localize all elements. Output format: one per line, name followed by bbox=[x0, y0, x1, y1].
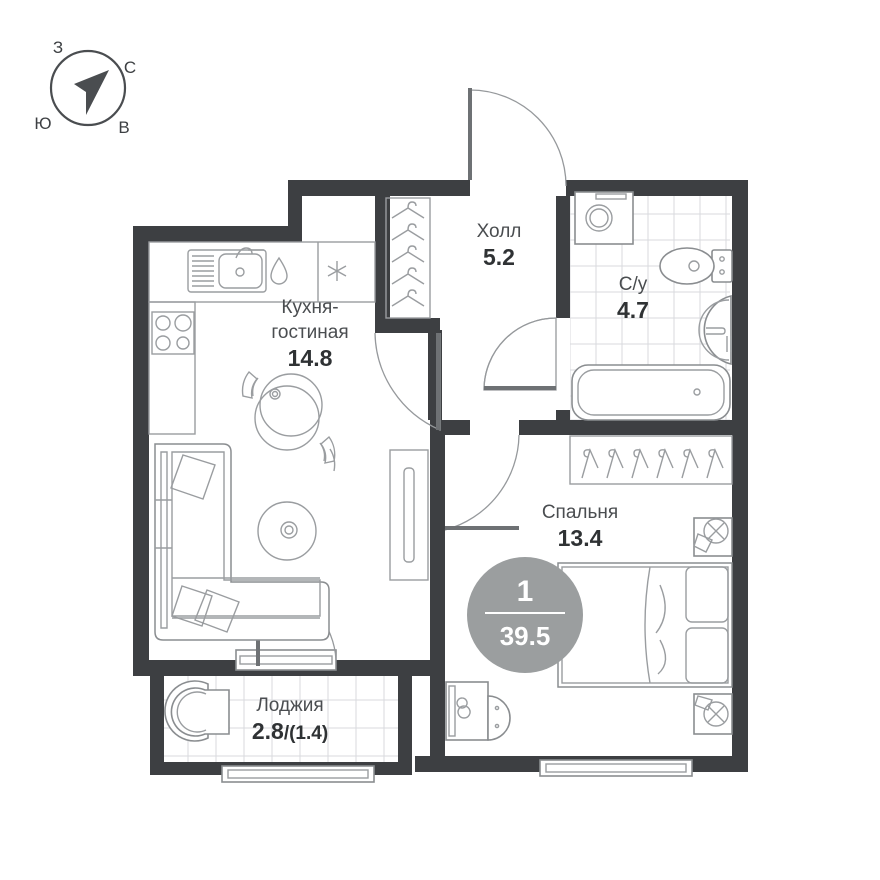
room-label-bedroom: Спальня bbox=[542, 502, 618, 523]
room-area-hall: 5.2 bbox=[483, 244, 515, 270]
nightstand-lamp-icon bbox=[693, 693, 733, 735]
nightstand-lamp-icon bbox=[693, 517, 733, 557]
washing-machine-icon bbox=[574, 191, 634, 245]
round-dining-table-icon bbox=[241, 370, 336, 472]
loggia-armchair-icon bbox=[164, 680, 230, 742]
round-coffee-table-icon bbox=[257, 501, 317, 561]
compass-rose-icon: З С Ю В bbox=[34, 38, 136, 137]
room-label-bathroom: С/у bbox=[619, 274, 648, 295]
toilet-icon bbox=[659, 247, 733, 285]
room-area-loggia: 2.8/(1.4) bbox=[252, 718, 328, 744]
loggia-group bbox=[164, 680, 230, 742]
bedroom-group bbox=[445, 435, 733, 741]
apartment-badge: 1 39.5 bbox=[467, 557, 583, 673]
living-room-group bbox=[154, 370, 429, 641]
bathtub-icon bbox=[571, 364, 731, 421]
loggia-area-sub: /(1.4) bbox=[284, 723, 328, 744]
hall-wardrobe bbox=[385, 197, 431, 319]
room-label-kitchen-living: Кухня- bbox=[281, 297, 338, 318]
kitchen-group bbox=[148, 241, 376, 435]
window-group bbox=[221, 649, 693, 783]
room-area-kitchen-living: 14.8 bbox=[288, 345, 333, 371]
loggia-area-main: 2.8 bbox=[252, 718, 284, 744]
kitchen-sink-icon bbox=[187, 247, 267, 293]
ventilation-icon bbox=[327, 261, 347, 281]
compass-label-west: З bbox=[53, 38, 63, 57]
clothes-hanger-icon bbox=[581, 447, 724, 479]
clothes-hanger-icon bbox=[391, 201, 425, 307]
double-bed-icon bbox=[557, 562, 733, 688]
cooktop-icon bbox=[151, 311, 195, 355]
water-drop-icon bbox=[270, 256, 288, 285]
compass-label-east: В bbox=[118, 118, 129, 137]
room-label-kitchen-living-2: гостиная bbox=[271, 322, 348, 343]
bathroom-group bbox=[571, 191, 733, 421]
l-sofa-icon bbox=[154, 443, 330, 641]
room-labels: Кухня- гостиная 14.8 Холл 5.2 С/у 4.7 Сп… bbox=[252, 221, 649, 744]
dressing-table-icon bbox=[445, 681, 511, 741]
wash-basin-icon bbox=[698, 294, 732, 366]
badge-apartment-number: 1 bbox=[517, 575, 534, 608]
badge-total-area: 39.5 bbox=[500, 621, 551, 651]
compass-label-south: Ю bbox=[34, 114, 51, 133]
room-label-loggia: Лоджия bbox=[256, 695, 323, 716]
compass-label-north: С bbox=[124, 58, 136, 77]
room-label-hall: Холл bbox=[477, 221, 522, 242]
room-area-bathroom: 4.7 bbox=[617, 297, 649, 323]
room-area-bedroom: 13.4 bbox=[558, 525, 603, 551]
